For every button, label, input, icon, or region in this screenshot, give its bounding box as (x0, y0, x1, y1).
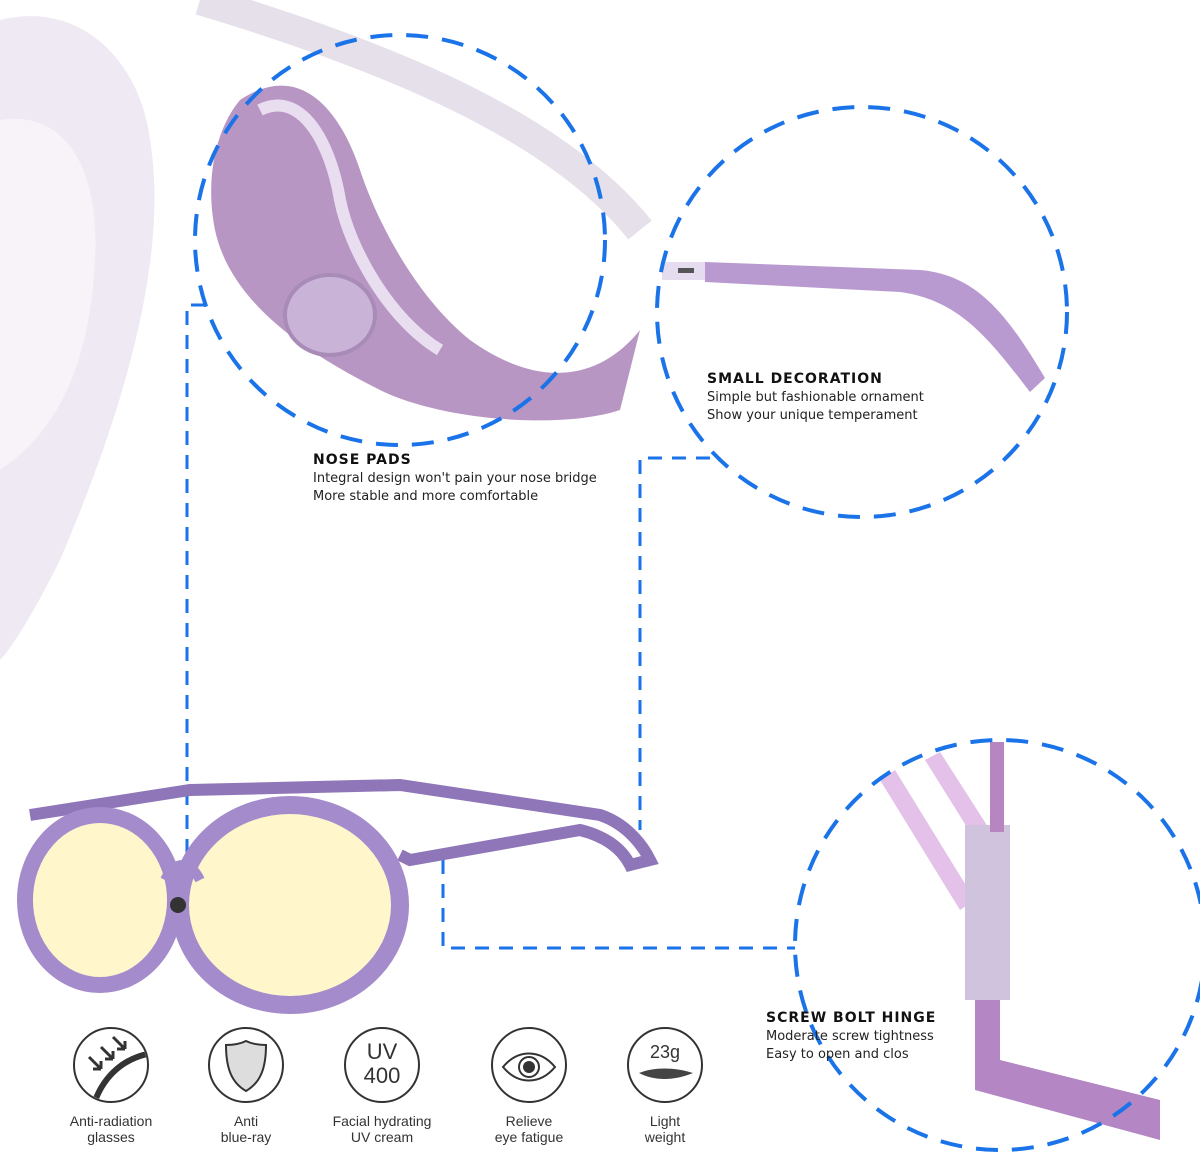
feature-anti-blue-ray: Anti blue-ray (181, 1027, 311, 1145)
feature-label: Anti-radiation (69, 1113, 153, 1129)
hinge-closeup (880, 742, 1160, 1140)
feature-light-weight: 23g Light weight (600, 1027, 730, 1145)
nose-pad-connector (185, 303, 205, 880)
glasses-product-image (17, 778, 659, 1014)
feature-label: Anti (233, 1113, 259, 1129)
eye-icon (491, 1027, 567, 1103)
hinge-title: SCREW BOLT HINGE (766, 1010, 937, 1026)
feature-label: eye fatigue (494, 1129, 564, 1145)
small-decoration-line-1: Simple but fashionable ornament (707, 390, 924, 405)
feature-label: Relieve (505, 1113, 553, 1129)
small-decoration-title: SMALL DECORATION (707, 371, 883, 387)
small-decoration-callout: SMALL DECORATION Simple but fashionable … (707, 371, 924, 425)
feature-label: Light (649, 1113, 681, 1129)
small-decoration-line-2: Show your unique temperament (707, 408, 918, 423)
feature-label: blue-ray (220, 1129, 272, 1145)
hinge-connector (441, 860, 795, 950)
feature-label: UV cream (350, 1129, 414, 1145)
radiation-arrows-icon (73, 1027, 149, 1103)
feature-label: Facial hydrating (332, 1113, 432, 1129)
shield-icon (208, 1027, 284, 1103)
feature-label: glasses (87, 1129, 135, 1145)
feature-uv400: UV 400 Facial hydrating UV cream (317, 1027, 447, 1145)
hinge-line-1: Moderate screw tightness (766, 1029, 934, 1044)
feature-anti-radiation: Anti-radiation glasses (46, 1027, 176, 1145)
nose-pads-line-1: Integral design won't pain your nose bri… (313, 471, 597, 486)
screw-bolt-hinge-callout: SCREW BOLT HINGE Moderate screw tightnes… (766, 1010, 936, 1064)
feature-label: weight (644, 1129, 686, 1145)
temple-closeup (662, 262, 1045, 392)
nose-pads-callout: NOSE PADS Integral design won't pain you… (313, 452, 597, 506)
weight-text: 23g (649, 1042, 681, 1062)
uv-400-text: 400 (363, 1063, 401, 1088)
decoration-connector (638, 456, 710, 830)
nose-pad-closeup (211, 85, 640, 421)
nose-pads-title: NOSE PADS (313, 452, 412, 468)
uv-400-icon: UV 400 (344, 1027, 420, 1103)
hinge-line-2: Easy to open and clos (766, 1047, 909, 1062)
decoration-callout-circle (655, 105, 1069, 519)
uv-text: UV (366, 1039, 398, 1064)
nose-pads-line-2: More stable and more comfortable (313, 489, 539, 504)
feather-icon: 23g (627, 1027, 703, 1103)
nose-pad-callout-circle (193, 33, 607, 447)
feature-eye-fatigue: Relieve eye fatigue (464, 1027, 594, 1145)
